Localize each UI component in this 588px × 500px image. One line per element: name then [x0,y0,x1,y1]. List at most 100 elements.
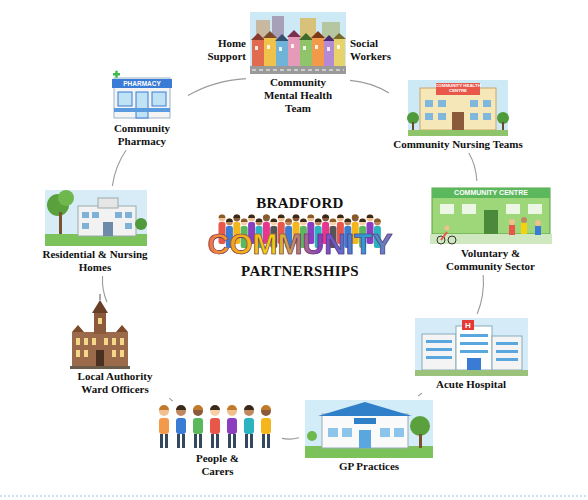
crowd-picture-part [344,219,351,226]
residential-homes-picture-part-part [82,212,89,218]
mental-health-team-picture-part [263,31,277,38]
gp-practice-picture-part [354,418,376,424]
community-centre-picture-part-part [462,204,476,214]
people-picture-part [177,434,180,448]
people-picture-part [159,406,169,416]
mental-health-team-picture-part [252,40,264,66]
community-centre-picture-part-part [506,204,520,214]
residential-homes-picture-part [59,212,62,234]
city-hall-picture-part [72,325,84,332]
community-centre-picture-part [432,188,550,198]
node-caption: Community Nursing Teams [393,138,523,151]
crowd-picture-part [352,215,359,218]
people-picture [159,405,271,448]
side-label: Social Workers [350,37,400,63]
mental-health-team-picture-part [255,44,340,51]
pharmacy-picture-part [114,108,170,112]
mental-health-team-picture-part [323,35,335,41]
service-node: Residential & Nursing Homes [33,188,157,274]
community-centre-picture-part [484,210,498,234]
crowd-picture-part [263,215,270,218]
crowd-picture-part [226,219,233,222]
crowd-picture-part [359,219,366,226]
residential-homes-picture-part [45,190,147,246]
crowd-picture-part [337,215,344,218]
nursing-team-picture-part-part [425,113,433,120]
crowd-picture-part [315,219,322,222]
people-picture-part [262,434,265,448]
residential-homes-picture-part-part [125,223,132,229]
crowd-picture-part [226,219,233,226]
people-picture-part [244,406,254,416]
city-hall-picture-part-part [120,350,124,357]
gp-practice-picture-part [318,402,412,416]
gp-practice-picture-part-part [394,428,404,437]
ring-connector [469,153,477,181]
mental-health-team-picture-part [275,34,289,41]
crowd-picture-part [219,215,226,218]
mental-health-team-picture-part [333,33,346,39]
nursing-team-picture [407,80,509,136]
residential-homes-picture-part [135,218,147,230]
city-hall-picture-part [94,312,106,334]
hospital-h: H [465,321,471,330]
people-picture-part [159,405,169,410]
ring-connector [169,398,172,401]
service-node: Local Authority Ward Officers [60,304,170,396]
people-picture-part [194,434,197,448]
crowd-picture-part [367,215,374,218]
people-picture-part [228,434,231,448]
mental-health-team-picture-part [287,30,301,37]
hospital-picture-part-part [496,358,518,361]
hospital-picture-part-part [460,350,488,353]
crowd-picture-part [263,215,270,222]
pharmacy-picture [112,71,172,118]
residential-homes-picture-part [78,206,136,236]
people-picture-part [245,434,248,448]
hospital-picture-part [426,334,518,361]
people-picture-part [233,434,236,448]
nursing-team-picture-part-part [483,113,491,120]
ring-connector [112,150,126,186]
crowd-picture-part [233,215,240,222]
node-caption: Residential & Nursing Homes [35,248,155,274]
city-hall-picture-part-part [112,338,116,345]
hospital-picture-part [415,318,528,376]
gp-practice-picture-part [322,414,408,448]
mental-health-team-picture-part-part [255,46,258,50]
community-centre-picture-part [430,234,552,244]
community-centre-picture-part [521,223,527,234]
side-label: Home Support [196,37,246,63]
nursing-team-picture-part [412,122,414,130]
hospital-picture-part-part [496,342,518,345]
mental-health-team-picture-part-part [327,47,330,51]
hospital-picture-part [492,336,522,370]
city-hall-picture-part-part [112,350,116,357]
mental-health-team-picture-part-part [315,45,318,49]
crowd-picture-part [374,219,381,226]
community-centre-picture-part [448,236,456,244]
city-hall-picture-part [100,294,101,300]
mental-health-team-picture-part-part [337,45,340,49]
people-picture-part [227,405,237,410]
gp-practice-picture-part-part [328,428,338,437]
footer-rule [0,496,588,497]
nursing-team-picture-part [408,80,508,136]
gp-practice-picture-part [307,431,317,441]
crowd-picture-part [285,219,292,226]
crowd-picture-part [330,219,337,226]
crowd-picture-part [359,219,366,222]
community-centre-picture-part [535,226,541,235]
gp-practice-picture [305,400,433,458]
crowd-picture-part [278,215,285,222]
community-centre-picture-part [535,220,541,226]
hospital-picture-part [422,334,456,370]
gp-practice-picture-part [419,434,422,448]
crowd-picture-part [270,219,277,222]
hospital-picture-part-part [460,342,488,345]
city-hall-picture-part-part [104,338,108,345]
gp-practice-picture-part-part [342,428,352,437]
nursing-team-picture-part-part [438,113,446,120]
community-centre-picture-part [509,219,515,225]
people-picture-part [227,406,237,416]
